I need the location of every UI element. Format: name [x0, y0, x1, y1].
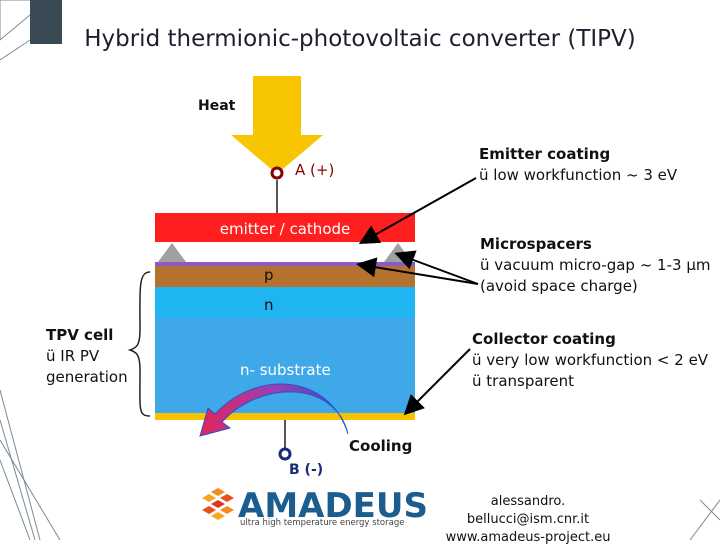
tpv-cell-heading: TPV cell [46, 326, 114, 344]
tpv-cell-note: TPV cell ü IR PV generation [46, 325, 128, 388]
tpv-cell-item: generation [46, 368, 128, 386]
emitter-coating-heading: Emitter coating [479, 145, 611, 163]
cooling-arrow [199, 383, 349, 437]
pointer-microspacers [394, 250, 479, 285]
anode-terminal [270, 166, 284, 180]
collector-coating-note: Collector coating ü very low workfunctio… [472, 329, 708, 392]
amadeus-tagline: ultra high temperature energy storage [240, 518, 405, 528]
microspacers-item: (avoid space charge) [480, 277, 638, 295]
amadeus-logo-icon [202, 488, 234, 520]
microspacer-right [384, 243, 412, 262]
collector-coating-heading: Collector coating [472, 330, 616, 348]
anode-label: A (+) [295, 161, 335, 179]
emitter-coating-item: ü low workfunction ~ 3 eV [479, 166, 678, 184]
microspacer-left [158, 243, 186, 262]
collector-coating [155, 262, 415, 266]
microspacers-note: Microspacers ü vacuum micro-gap ~ 1-3 μm… [480, 234, 710, 297]
collector-coating-item: ü very low workfunction < 2 eV [472, 351, 709, 369]
pointer-microspacers-2 [356, 257, 479, 285]
contact-website: www.amadeus-project.eu [445, 530, 611, 545]
microspacers-item: ü vacuum micro-gap ~ 1-3 μm [480, 256, 711, 274]
substrate-label: n- substrate [240, 361, 331, 379]
collector-coating-item: ü transparent [472, 372, 575, 390]
tpv-cell-item: ü IR PV [46, 347, 100, 365]
cathode-label: B (-) [289, 462, 324, 478]
n-layer-label: n [264, 296, 274, 314]
heat-arrow [231, 76, 323, 174]
microspacers-heading: Microspacers [480, 235, 592, 253]
pointer-emitter-coating [358, 177, 477, 244]
n-layer [155, 287, 415, 318]
tpv-bracket [127, 271, 151, 417]
cathode-terminal [278, 447, 292, 461]
contact-info: alessandro. bellucci@ism.cnr.it www.amad… [428, 493, 628, 547]
heat-label: Heat [198, 98, 236, 114]
substrate-layer [155, 318, 415, 413]
contact-email: alessandro. bellucci@ism.cnr.it [466, 494, 590, 527]
emitter-layer-label: emitter / cathode [219, 220, 351, 238]
pointer-collector-coating [403, 348, 471, 416]
cooling-label: Cooling [349, 437, 413, 455]
p-layer [155, 266, 415, 287]
emitter-coating-note: Emitter coating ü low workfunction ~ 3 e… [479, 144, 677, 186]
page-title: Hybrid thermionic-photovoltaic converter… [84, 26, 636, 52]
amadeus-logo-text: AMADEUS [238, 486, 429, 526]
p-layer-label: p [264, 266, 274, 284]
bottom-contact [155, 413, 415, 420]
